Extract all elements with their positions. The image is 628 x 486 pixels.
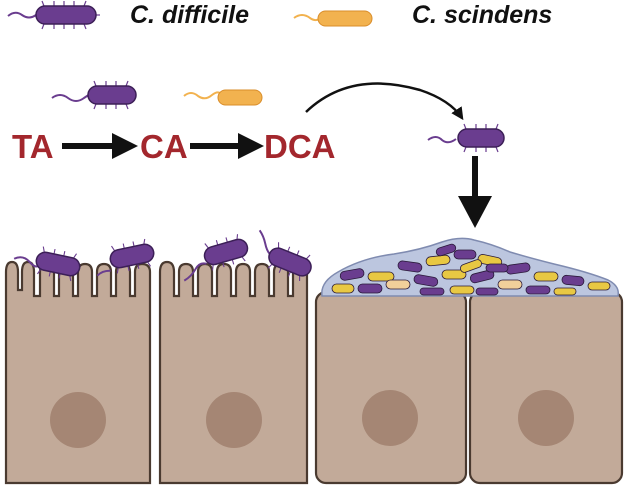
bile-acid-pathway: TA CA DCA <box>12 128 336 165</box>
c-difficile-legend-icon <box>7 0 100 30</box>
adhered-c-difficile <box>13 229 312 282</box>
incoming-c-difficile-icon <box>427 123 505 153</box>
arrow-ca-to-dca <box>190 133 264 159</box>
biofilm <box>321 237 620 297</box>
pathway-step-dca: DCA <box>264 128 336 165</box>
pathway-step-ca: CA <box>140 128 188 165</box>
epithelial-cell-3 <box>314 290 468 485</box>
nucleus <box>362 390 418 446</box>
epithelium <box>4 260 624 485</box>
down-arrow <box>458 156 492 228</box>
legend: C. difficile C. scindens <box>7 0 552 30</box>
c-difficile-legend-label: C. difficile <box>130 1 249 29</box>
c-scindens-legend-label: C. scindens <box>412 1 552 29</box>
c-scindens-legend-icon <box>293 10 373 27</box>
nucleus <box>206 392 262 448</box>
epithelial-cell-4 <box>468 290 624 485</box>
nucleus <box>50 392 106 448</box>
c-difficile-converter-icon <box>51 80 137 110</box>
c-scindens-converter-icon <box>183 89 263 106</box>
epithelial-cell-1 <box>4 260 152 485</box>
curved-arrow <box>305 82 464 121</box>
arrow-ta-to-ca <box>62 133 138 159</box>
epithelial-cell-2 <box>158 260 309 485</box>
pathway-step-ta: TA <box>12 128 54 165</box>
nucleus <box>518 390 574 446</box>
